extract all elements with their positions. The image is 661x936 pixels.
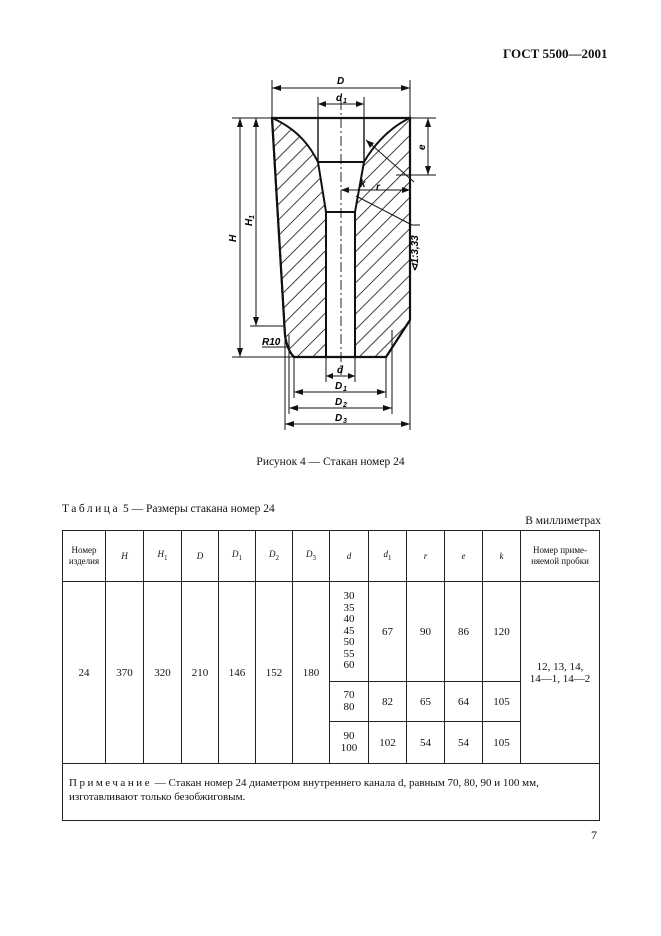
- cell-d1-group2: 82: [368, 681, 407, 722]
- note-label: Примечание: [69, 777, 152, 789]
- note-row: Примечание — Стакан номер 24 диаметром в…: [62, 763, 600, 821]
- cell-r-group2: 65: [406, 681, 445, 722]
- label-e: e: [417, 144, 428, 150]
- label-D1: D: [335, 381, 342, 392]
- header-d: d: [329, 530, 369, 582]
- cell-d1-group3: 102: [368, 721, 407, 764]
- label-D2: D: [335, 397, 342, 408]
- header-D: D: [181, 530, 219, 582]
- cell-r-group1: 90: [406, 581, 445, 682]
- cell-D3: 180: [292, 581, 330, 764]
- note-text: — Стакан номер 24 диаметром внутреннего …: [69, 777, 539, 804]
- header-H1: H1: [143, 530, 182, 582]
- cell-k-group1: 120: [482, 581, 521, 682]
- header-H: H: [105, 530, 144, 582]
- header-D3: D3: [292, 530, 330, 582]
- table-title: Таблица 5 — Размеры стакана номер 24: [62, 503, 275, 515]
- cell-H: 370: [105, 581, 144, 764]
- cell-d1-group1: 67: [368, 581, 407, 682]
- cell-k-group3: 105: [482, 721, 521, 764]
- table-title-rest: 5 — Размеры стакана номер 24: [122, 503, 275, 515]
- header-D1: D1: [218, 530, 256, 582]
- table-note: Примечание — Стакан номер 24 диаметром в…: [62, 763, 600, 821]
- cell-D1: 146: [218, 581, 256, 764]
- label-r: r: [376, 182, 381, 193]
- label-D1-sub: 1: [343, 386, 347, 393]
- cell-e-group2: 64: [444, 681, 483, 722]
- cell-r-group3: 54: [406, 721, 445, 764]
- label-H1-sub: 1: [249, 215, 256, 219]
- table-title-prefix: Таблица: [62, 503, 121, 515]
- header-r: r: [406, 530, 445, 582]
- header-D2: D2: [255, 530, 293, 582]
- figure-caption: Рисунок 4 — Стакан номер 24: [256, 456, 405, 468]
- header-k: k: [482, 530, 521, 582]
- label-d: d: [337, 365, 344, 376]
- header-d1: d1: [368, 530, 407, 582]
- cell-plug: 12, 13, 14,14—1, 14—2: [520, 581, 600, 764]
- cell-k-group2: 105: [482, 681, 521, 722]
- cell-D: 210: [181, 581, 219, 764]
- label-D2-sub: 2: [342, 402, 347, 409]
- header-e: e: [444, 530, 483, 582]
- label-D3: D: [335, 413, 342, 424]
- units-note: В миллиметрах: [525, 515, 601, 527]
- label-d1: d: [336, 93, 343, 104]
- cell-H1: 320: [143, 581, 182, 764]
- cell-e-group3: 54: [444, 721, 483, 764]
- cell-D2: 152: [255, 581, 293, 764]
- technical-drawing: D d 1 H H 1 e r k ⊲1:3,33 R10 d: [228, 76, 436, 430]
- label-d1-sub: 1: [343, 98, 347, 105]
- label-D3-sub: 3: [343, 418, 347, 425]
- label-R10: R10: [262, 337, 281, 348]
- label-taper: ⊲1:3,33: [410, 235, 421, 272]
- label-H1: H: [244, 218, 255, 226]
- label-k: k: [360, 179, 366, 190]
- standard-code: ГОСТ 5500—2001: [503, 46, 608, 61]
- cell-e-group1: 86: [444, 581, 483, 682]
- page-number: 7: [591, 828, 597, 842]
- label-H: H: [228, 234, 239, 242]
- header-plug: Номер приме-няемой пробки: [520, 530, 600, 582]
- cell-item-no: 24: [62, 581, 106, 764]
- label-D: D: [337, 76, 344, 87]
